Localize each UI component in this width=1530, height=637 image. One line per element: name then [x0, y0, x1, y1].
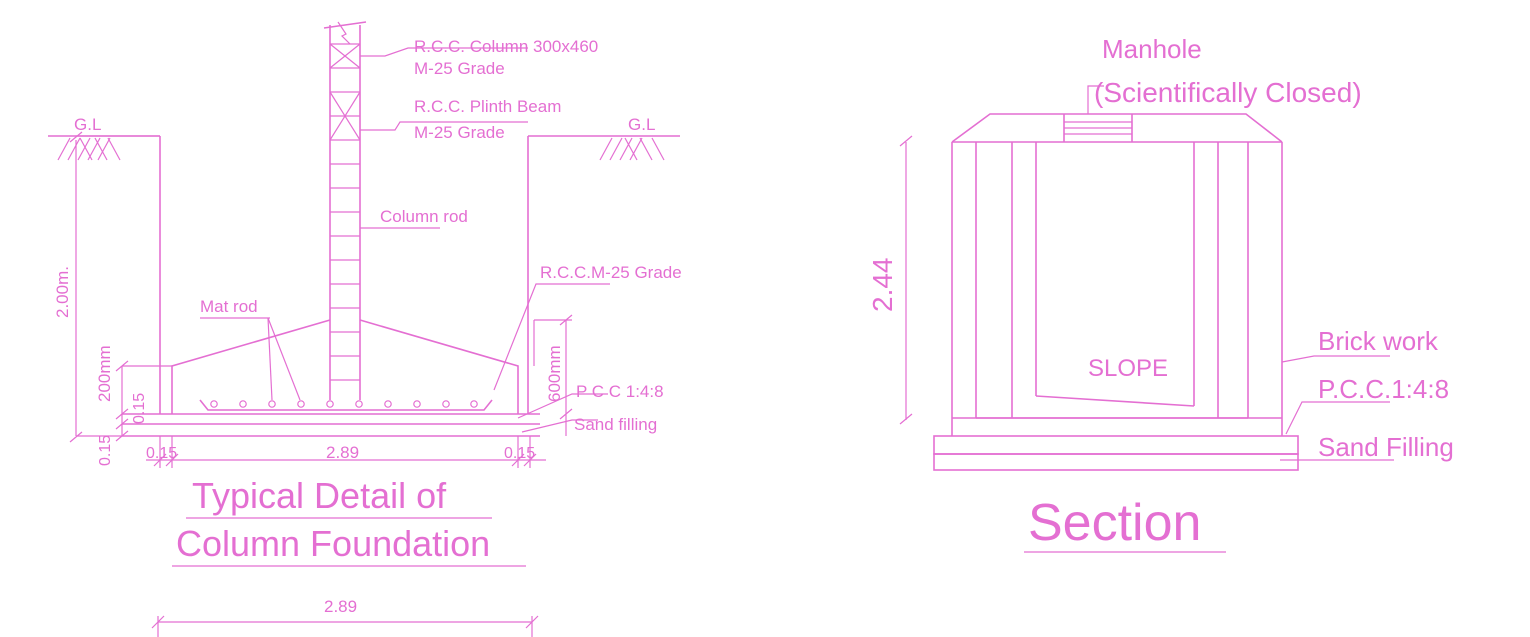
dim-200mm: [115, 360, 172, 442]
label-pcc: P C C 1:4:8: [576, 382, 664, 401]
label-dim-015-a: 0.15: [131, 393, 148, 424]
label-mat-rod: Mat rod: [200, 297, 258, 316]
title-line-2: Column Foundation: [176, 523, 490, 564]
section-base: [933, 435, 1299, 471]
label-manhole-note: (Scientifically Closed): [1094, 77, 1362, 108]
label-dim-600mm: 600mm: [545, 345, 564, 402]
label-plinth-beam: R.C.C. Plinth Beam: [414, 97, 561, 116]
section-detail: Manhole (Scientifically Closed) 2.44 SLO…: [867, 34, 1454, 553]
label-dim-width-bottom: 2.89: [324, 597, 357, 616]
leaders: [200, 47, 610, 433]
inner-walls: [976, 142, 1248, 419]
outer-walls: [951, 142, 1283, 436]
mat-reinforcement: [199, 399, 493, 411]
label-gl-right: G.L: [628, 115, 655, 134]
dim-depth: [69, 131, 160, 443]
label-section-pcc: P.C.C.1:4:8: [1318, 374, 1449, 404]
column-ties: [329, 43, 361, 381]
manhole-cover: [1063, 114, 1133, 142]
label-dim-015-b: 0.15: [97, 435, 114, 466]
section-leaders: [1087, 85, 1394, 461]
label-sand-filling: Sand filling: [574, 415, 657, 434]
label-dim-200mm: 200mm: [95, 345, 114, 402]
title-line-1: Typical Detail of: [192, 475, 447, 516]
label-rcc-grade: R.C.C.M-25 Grade: [540, 263, 682, 282]
rcc-column: [323, 21, 367, 400]
label-column-rod: Column rod: [380, 207, 468, 226]
ground-level-left: [48, 135, 160, 161]
label-dim-width: 2.89: [326, 443, 359, 462]
pcc-layer: [122, 413, 540, 425]
label-dim-height: 2.44: [867, 258, 898, 313]
label-plinth-grade: M-25 Grade: [414, 123, 505, 142]
label-dim-015-left: 0.15: [146, 445, 177, 462]
foundation-detail: R.C.C. Column 300x460 M-25 Grade R.C.C. …: [48, 21, 682, 637]
label-slope: SLOPE: [1088, 355, 1168, 382]
section-title: Section: [1028, 494, 1201, 552]
roof-slab: [951, 113, 1283, 143]
label-brick-work: Brick work: [1318, 326, 1439, 356]
label-column: R.C.C. Column 300x460: [414, 37, 598, 56]
dim-height: [899, 135, 913, 425]
dim-width-bottom: [151, 615, 539, 637]
label-column-grade: M-25 Grade: [414, 59, 505, 78]
dim-600mm: [533, 314, 573, 436]
dim-widths: [146, 436, 546, 468]
footing-outline: [171, 319, 519, 414]
ground-level-right: [528, 135, 680, 161]
label-gl-left: G.L: [74, 115, 101, 134]
label-manhole: Manhole: [1102, 34, 1202, 64]
label-section-sand: Sand Filling: [1318, 432, 1454, 462]
label-dim-depth: 2.00m.: [53, 266, 72, 318]
label-dim-015-right: 0.15: [504, 445, 535, 462]
